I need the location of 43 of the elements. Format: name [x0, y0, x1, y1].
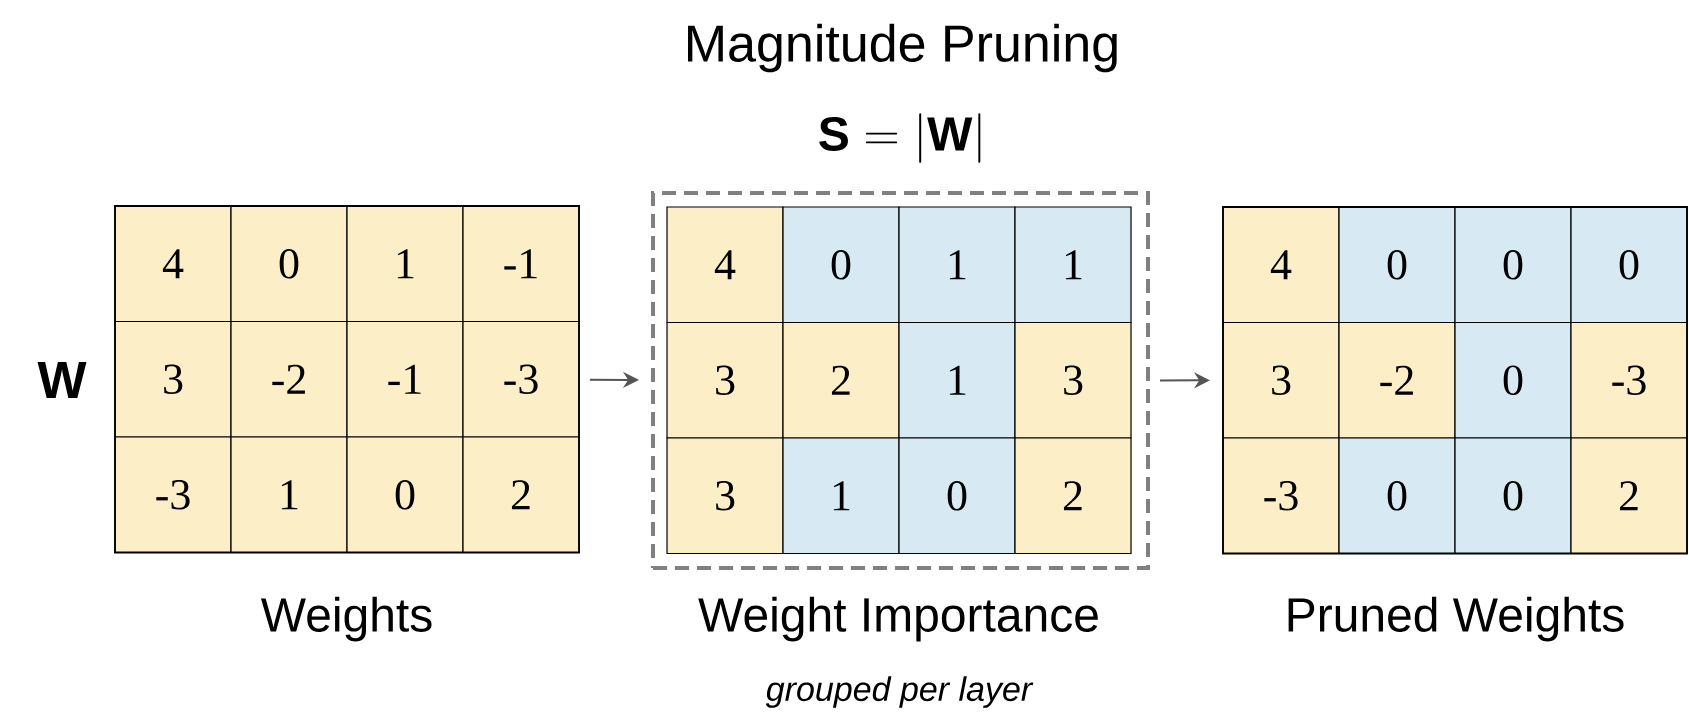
matrix-cell: 1	[898, 321, 1016, 439]
formula: $\mathbf{S} = |\mathbf{W}|$	[819, 113, 981, 163]
matrix-label: Weights	[260, 596, 432, 642]
matrix-cell: 1	[898, 206, 1016, 324]
matrix-cell: -1	[462, 205, 580, 323]
title: Magnitude Pruning	[688, 23, 1117, 73]
matrix-label: Weight Importance	[698, 596, 1098, 642]
matrix-cell: -2	[230, 320, 348, 438]
matrix-label: Pruned Weights	[1288, 596, 1624, 642]
matrix-cell: -2	[1338, 321, 1456, 439]
matrix-cell: 0	[346, 436, 464, 554]
matrix-cell: 3	[114, 320, 232, 438]
matrix-cell: 0	[1338, 437, 1456, 555]
matrix-cell: 0	[1454, 437, 1572, 555]
matrix-cell: 3	[666, 437, 784, 555]
matrix-cell: 2	[1014, 437, 1132, 555]
matrix-cell: -1	[346, 320, 464, 438]
matrix-cell: 4	[114, 205, 232, 323]
matrix-cell: 0	[1454, 206, 1572, 324]
matrix-cell: 1	[346, 205, 464, 323]
matrix-cell: 1	[1014, 206, 1132, 324]
matrix-cell: -3	[1222, 437, 1340, 555]
matrix-cell: -3	[462, 320, 580, 438]
matrix-cell: 0	[230, 205, 348, 323]
matrix-symbol: $\mathbf{W}$	[37, 362, 87, 398]
matrix-cell: 4	[1222, 206, 1340, 324]
matrix-cell: 0	[898, 437, 1016, 555]
matrix-cell: 1	[782, 437, 900, 555]
matrix-cell: 3	[666, 321, 784, 439]
matrix-cell: 0	[1338, 206, 1456, 324]
matrix-cell: 2	[462, 436, 580, 554]
matrix-cell: 0	[1570, 206, 1688, 324]
matrix-cell: -3	[1570, 321, 1688, 439]
matrix-cell: 1	[230, 436, 348, 554]
matrix-cell: 0	[782, 206, 900, 324]
note: grouped per layer	[765, 676, 1034, 708]
matrix-cell: 4	[666, 206, 784, 324]
matrix-cell: 3	[1014, 321, 1132, 439]
matrix-cell: 3	[1222, 321, 1340, 439]
matrix-cell: -3	[114, 436, 232, 554]
matrix-cell: 2	[1570, 437, 1688, 555]
matrix-cell: 0	[1454, 321, 1572, 439]
matrix-cell: 2	[782, 321, 900, 439]
